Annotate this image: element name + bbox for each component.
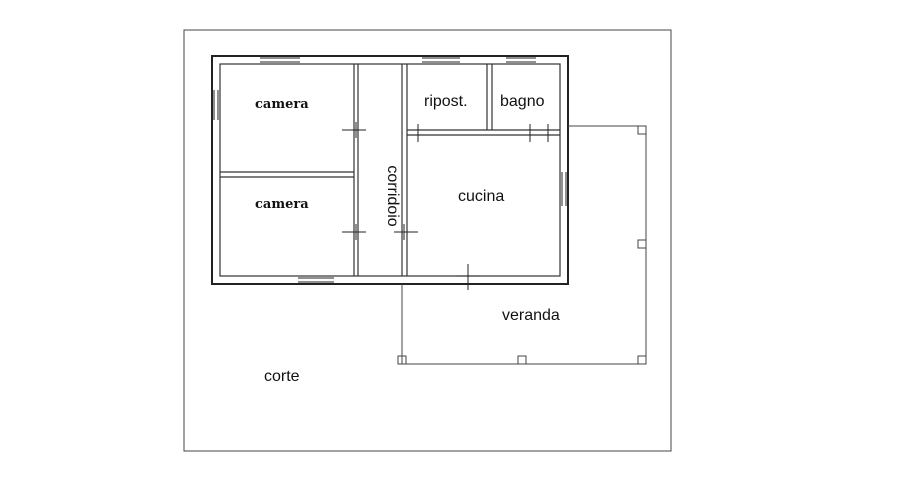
lot-boundary	[183, 29, 672, 452]
building-outline	[211, 55, 569, 285]
veranda-outline	[397, 125, 647, 365]
area-label-corte: corte	[264, 368, 300, 385]
door-marks	[342, 122, 549, 290]
room-label-veranda: veranda	[502, 307, 560, 324]
room-label-corridoio: corridoio	[384, 165, 401, 226]
room-label-bagno: bagno	[500, 93, 545, 110]
room-label-camera-bottom: camera	[255, 197, 309, 212]
interior-walls	[220, 64, 560, 276]
room-label-ripostiglio: ripost.	[424, 93, 468, 110]
window-marks	[213, 57, 567, 283]
room-label-camera-top: camera	[255, 97, 309, 112]
room-label-cucina: cucina	[458, 188, 504, 205]
